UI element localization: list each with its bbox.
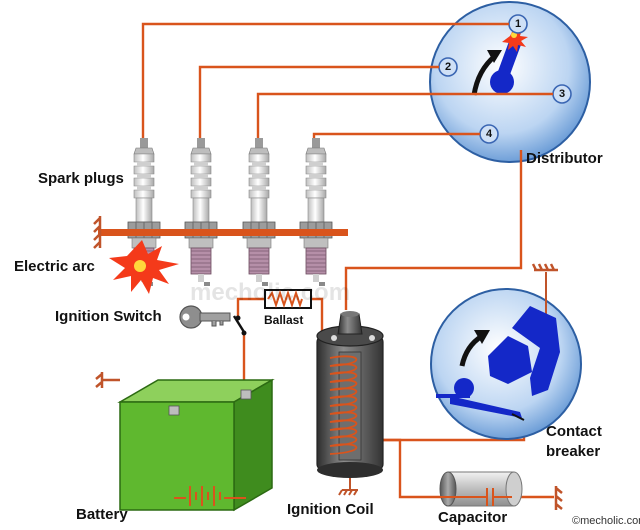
svg-text:3: 3 bbox=[559, 88, 565, 100]
contact-breaker-label-line2: breaker bbox=[546, 443, 600, 460]
electric-arc-label: Electric arc bbox=[14, 258, 95, 275]
battery-label: Battery bbox=[76, 506, 128, 523]
battery-terminal-negative bbox=[168, 405, 180, 416]
spark-plug-4 bbox=[299, 138, 333, 287]
battery-cells-symbol bbox=[174, 486, 246, 506]
distributor-terminal-1: 1 bbox=[508, 14, 528, 34]
spark-burst-icon bbox=[502, 28, 528, 52]
ignition-coil-label: Ignition Coil bbox=[287, 501, 374, 518]
battery bbox=[95, 372, 275, 512]
key-icon[interactable] bbox=[179, 305, 231, 329]
ballast-label: Ballast bbox=[264, 313, 303, 327]
capacitor bbox=[439, 471, 563, 510]
svg-text:4: 4 bbox=[486, 128, 493, 140]
ignition-switch-label: Ignition Switch bbox=[55, 308, 162, 325]
rocker-arm bbox=[512, 306, 560, 396]
distributor-terminal-2: 2 bbox=[438, 57, 458, 77]
cam bbox=[488, 336, 532, 384]
battery-terminal-positive bbox=[240, 389, 252, 400]
copyright-notice: ©mecholic.com bbox=[572, 515, 640, 527]
capacitor-label: Capacitor bbox=[438, 509, 507, 526]
ignition-coil bbox=[316, 311, 384, 496]
distributor-terminal-4: 4 bbox=[479, 124, 499, 144]
distributor: 1 2 3 4 bbox=[429, 1, 591, 163]
engine-ground-rail bbox=[93, 216, 348, 249]
contact-breaker bbox=[430, 263, 582, 440]
svg-text:1: 1 bbox=[515, 18, 521, 30]
distributor-rotor-hub bbox=[490, 70, 514, 94]
distributor-terminal-3: 3 bbox=[552, 84, 572, 104]
svg-text:2: 2 bbox=[445, 61, 451, 73]
ballast-resistor bbox=[264, 289, 312, 309]
coil-windings bbox=[329, 355, 358, 455]
watermark: mecholic.com bbox=[190, 279, 350, 306]
spark-plug-3 bbox=[242, 138, 276, 287]
distributor-label: Distributor bbox=[526, 150, 603, 167]
contact-breaker-label-line1: Contact bbox=[546, 423, 602, 440]
spark-plug-2 bbox=[184, 138, 218, 287]
spark-plugs-label: Spark plugs bbox=[38, 170, 124, 187]
ground-symbol-icon bbox=[93, 216, 102, 249]
